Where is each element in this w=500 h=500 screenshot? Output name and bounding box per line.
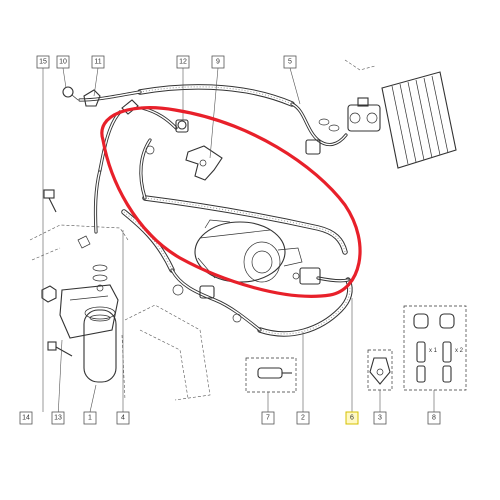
callout-9: 9 xyxy=(211,55,225,69)
callout-3: 3 xyxy=(373,411,387,425)
bracket-9 xyxy=(185,145,223,181)
callout-6-label: 6 xyxy=(350,415,354,422)
compressor xyxy=(194,219,303,283)
callout-7: 7 xyxy=(261,411,275,425)
bolt-15 xyxy=(43,189,57,213)
callout-15: 15 xyxy=(36,55,50,69)
pressure-switch xyxy=(245,357,297,393)
callout-12: 12 xyxy=(176,55,190,69)
callout-4: 4 xyxy=(116,411,130,425)
callout-8: 8 xyxy=(427,411,441,425)
callout-8-label: 8 xyxy=(432,415,436,422)
valve-qty-lower: x 2 xyxy=(455,348,464,354)
callout-1: 1 xyxy=(83,411,97,425)
callout-12-label: 12 xyxy=(179,59,187,66)
callout-4-label: 4 xyxy=(121,415,125,422)
callout-2-label: 2 xyxy=(301,415,305,422)
valve-3 xyxy=(367,349,393,391)
vehicle-outline xyxy=(29,59,376,401)
clip-10 xyxy=(62,86,79,101)
callout-5-label: 5 xyxy=(288,59,292,66)
condenser-fins xyxy=(391,75,449,165)
nut-14 xyxy=(41,285,57,303)
callout-13: 13 xyxy=(51,411,65,425)
callout-13-label: 13 xyxy=(54,415,62,422)
hardware xyxy=(41,86,187,357)
callout-3-label: 3 xyxy=(378,415,382,422)
clip-12 xyxy=(177,120,187,130)
callout-10-label: 10 xyxy=(59,59,67,66)
leader-lines xyxy=(42,67,435,419)
callout-15-label: 15 xyxy=(39,59,47,66)
callout-11: 11 xyxy=(91,55,105,69)
callout-2: 2 xyxy=(296,411,310,425)
callout-6: 6 xyxy=(345,411,359,425)
fittings xyxy=(77,99,340,323)
callout-7-label: 7 xyxy=(266,415,270,422)
callout-5: 5 xyxy=(283,55,297,69)
highlight-ellipse xyxy=(100,106,362,298)
condenser xyxy=(347,71,457,169)
valve-kit-8: x 1 x 2 xyxy=(403,305,467,391)
valve-qty-upper: x 1 xyxy=(429,348,438,354)
callouts: 15 10 11 12 9 5 14 13 xyxy=(19,55,441,425)
callout-14: 14 xyxy=(19,411,33,425)
callout-1-label: 1 xyxy=(88,415,92,422)
callout-14-label: 14 xyxy=(22,415,30,422)
callout-11-label: 11 xyxy=(94,59,101,66)
callout-9-label: 9 xyxy=(216,59,220,66)
clamp-11 xyxy=(83,89,101,107)
callout-10: 10 xyxy=(56,55,70,69)
screw-13 xyxy=(47,341,73,357)
receiver-drier xyxy=(59,284,119,383)
